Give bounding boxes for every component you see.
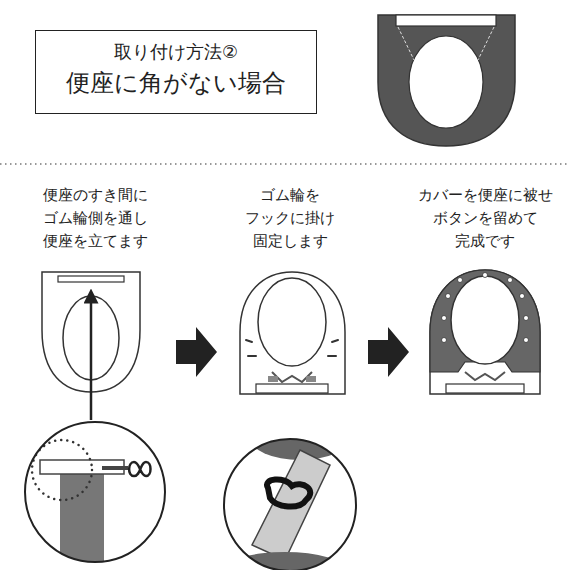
toilet-seat-step3: [483, 273, 488, 278]
heading-text: 取り付け方法②: [52, 39, 300, 65]
toilet-seat-step3: [465, 372, 505, 380]
toilet-seat-step2: [268, 376, 278, 382]
toilet-seat-step3: [446, 294, 451, 299]
toilet-seat-step2: [240, 272, 345, 394]
zoom-detail-step1: [25, 422, 165, 562]
zoom-detail-step2: [224, 439, 356, 570]
step-caption: ゴム輪を フックに掛け 固定します: [245, 184, 335, 253]
toilet-seat-step3: [430, 270, 540, 394]
insert-arrow: [90, 296, 93, 420]
toilet-seat-step3: [524, 316, 529, 321]
toilet-seat-step1: [58, 276, 124, 282]
toilet-seat-step3: [430, 270, 540, 394]
toilet-seat-step3: [524, 338, 529, 343]
seat-cover-preview: [409, 36, 483, 128]
zoom-detail-step1: [129, 462, 150, 476]
toilet-seat-step3: [442, 338, 447, 343]
toilet-seat-step3: [442, 316, 447, 321]
toilet-seat-step2: [240, 272, 345, 394]
seat-cover-preview: [478, 27, 494, 60]
zoom-detail-step2: [224, 416, 356, 570]
subheading-text: 便座に角がない場合: [52, 65, 300, 101]
seat-cover-preview: [396, 15, 496, 26]
seat-cover-preview: [378, 15, 515, 146]
toilet-seat-step3: [446, 384, 524, 393]
zoom-detail-step2: [252, 450, 330, 560]
zoom-detail-step2: [267, 479, 310, 506]
toilet-seat-step3: [458, 278, 463, 283]
zoom-detail-step2: [225, 552, 345, 570]
seat-cover-preview: [398, 27, 414, 60]
toilet-seat-step2: [306, 376, 316, 382]
toilet-seat-step2: [248, 355, 256, 357]
toilet-seat-step3: [430, 270, 540, 372]
step-caption: カバーを便座に被せ ボタンを留めて 完成です: [418, 184, 553, 253]
toilet-seat-step2: [256, 384, 328, 393]
step-caption: 便座のすき間に ゴム輪側を通し 便座を立てます: [43, 184, 148, 253]
toilet-seat-step2: [328, 355, 336, 357]
toilet-seat-step2: [258, 278, 326, 366]
separator-line: [0, 163, 570, 165]
toilet-seat-step3: [520, 294, 525, 299]
toilet-seat-step2: [246, 340, 252, 342]
toilet-seat-step3: [508, 278, 513, 283]
toilet-seat-step2: [332, 340, 338, 342]
zoom-detail-step1: [102, 466, 128, 470]
title-box: 取り付け方法②便座に角がない場合: [35, 30, 317, 114]
step-arrow: [368, 327, 409, 377]
toilet-seat-step3: [451, 276, 519, 364]
toilet-seat-step3: [442, 273, 529, 343]
zoom-detail-step1: [25, 422, 165, 570]
seat-cover-preview: [378, 15, 515, 146]
step-arrow: [176, 327, 217, 377]
